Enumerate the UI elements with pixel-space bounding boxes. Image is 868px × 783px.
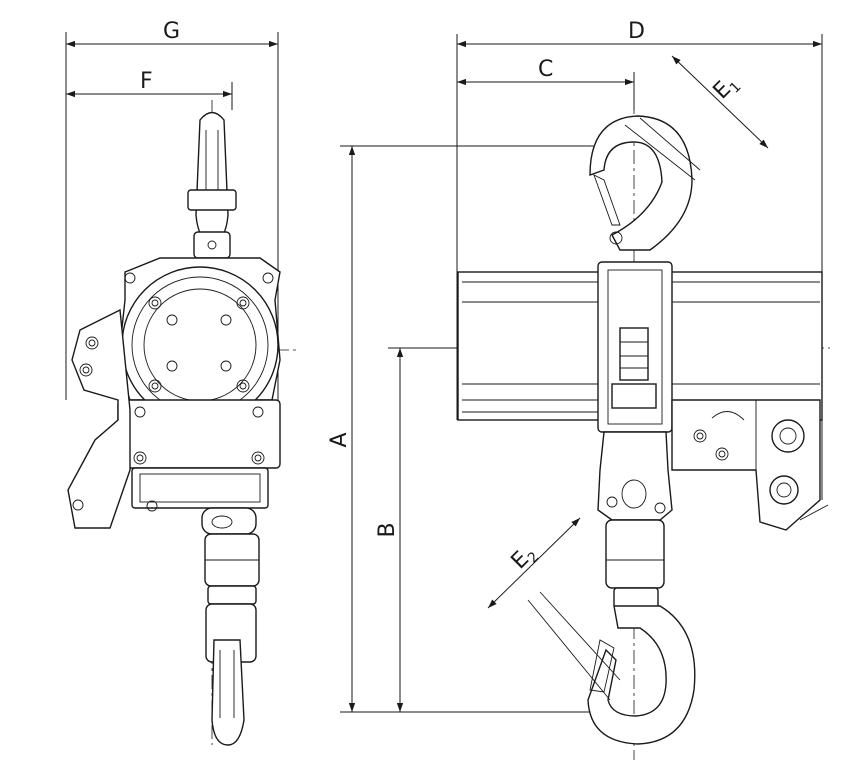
- front-view: D C A B E1: [327, 19, 830, 760]
- dimension-line-e2: [487, 517, 581, 609]
- dimension-label-b: B: [375, 522, 400, 537]
- dimension-label-e1: E1: [709, 70, 745, 106]
- top-hook-side: [195, 111, 229, 246]
- dimension-label-e2: E2: [507, 540, 543, 576]
- control-unit-front: [671, 399, 821, 531]
- dimension-label-f: F: [140, 69, 153, 94]
- dimension-label-c: C: [538, 57, 553, 82]
- dimension-line-e1: [671, 55, 769, 149]
- control-handle-side: [67, 308, 131, 529]
- bottom-hook-side: [211, 639, 245, 746]
- lower-block-front: [597, 431, 673, 521]
- top-hook-front: [589, 115, 693, 251]
- side-view: G F: [65, 19, 300, 746]
- dimension-label-a: A: [327, 432, 352, 447]
- bottom-hook-front: [587, 605, 696, 745]
- dimension-label-d: D: [628, 19, 645, 44]
- dimension-label-g: G: [163, 19, 180, 44]
- gear-box-side: [117, 399, 281, 469]
